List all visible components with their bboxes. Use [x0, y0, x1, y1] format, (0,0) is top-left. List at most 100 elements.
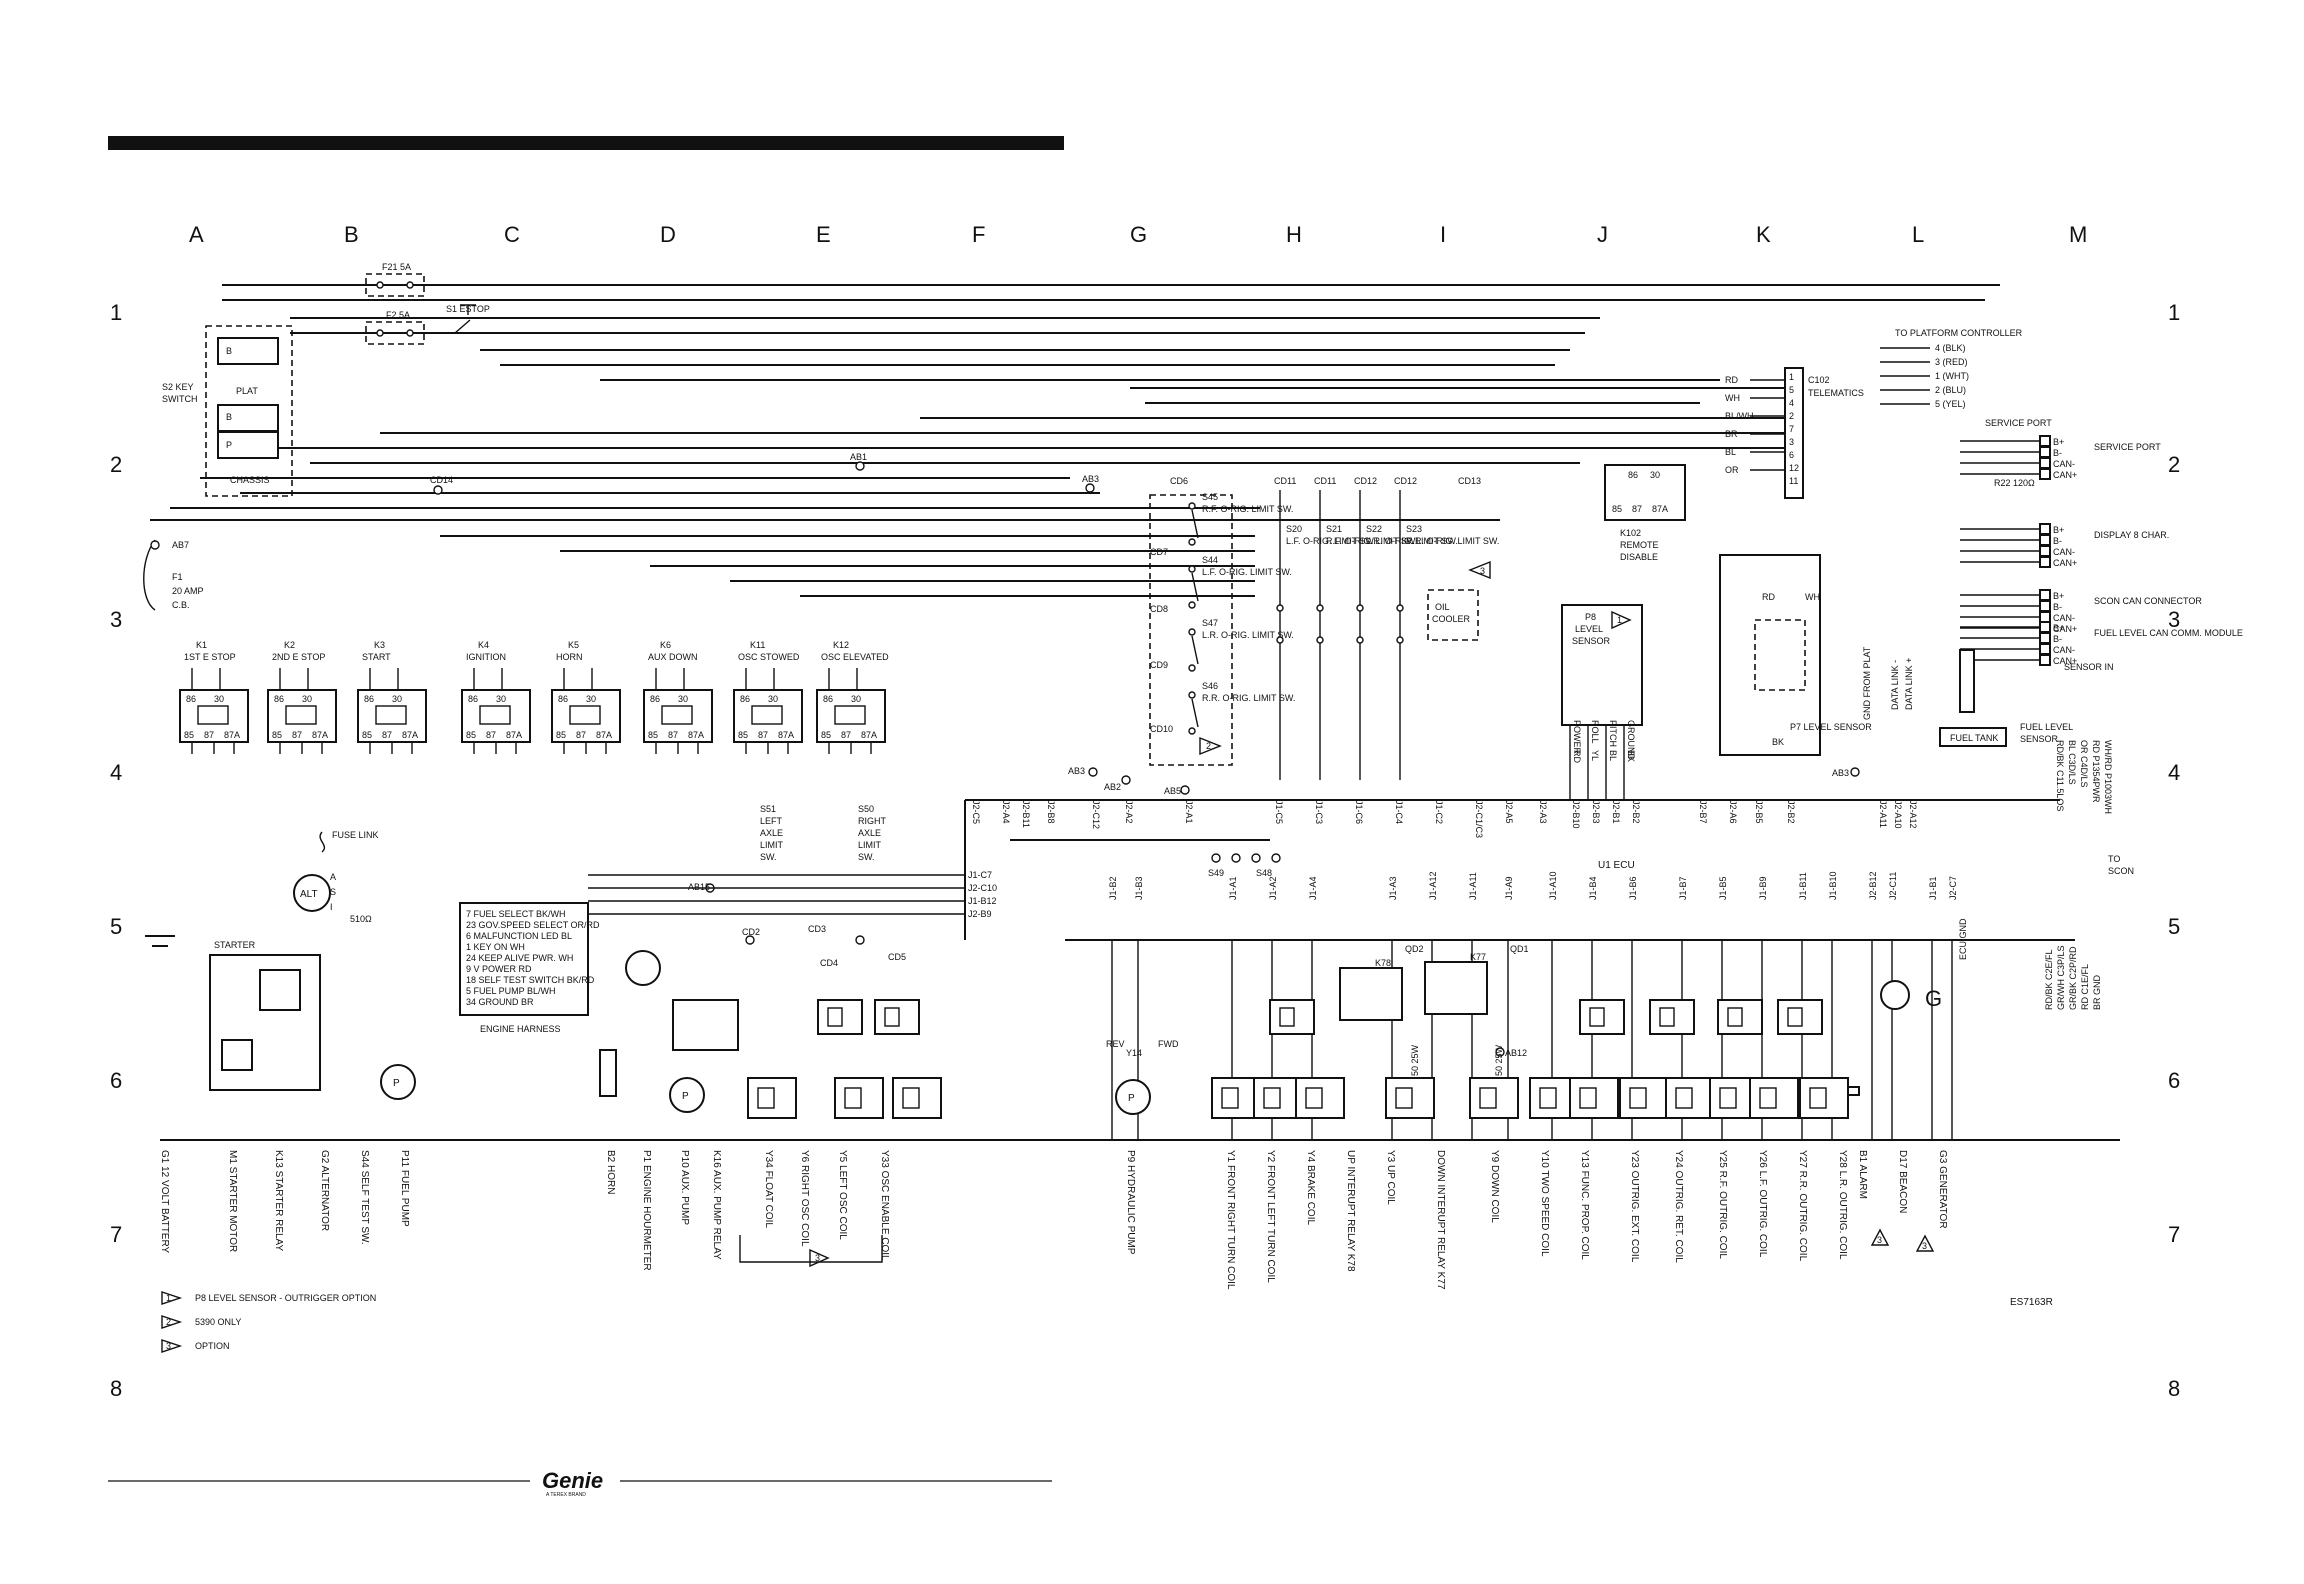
coil-winding — [1479, 1087, 1497, 1109]
svg-text:TELEMATICS: TELEMATICS — [1808, 388, 1864, 398]
can-pin-label: CAN- — [2053, 613, 2075, 623]
component-label: P1 ENGINE HOURMETER — [641, 1150, 652, 1271]
svg-text:20 AMP: 20 AMP — [172, 586, 204, 596]
coil — [1569, 1077, 1619, 1119]
svg-text:A: A — [330, 872, 336, 882]
c102-wire-color: OR — [1725, 465, 1739, 475]
svg-text:P: P — [226, 440, 232, 450]
component-label: G2 ALTERNATOR — [319, 1150, 330, 1231]
can-pin-label: B- — [2053, 448, 2062, 458]
svg-text:QD2: QD2 — [1405, 944, 1424, 954]
c102-wire-color: WH — [1725, 393, 1740, 403]
ecu-pin-bottom: J1-A3 — [1388, 876, 1398, 900]
pumps: P P P REV FWD Y14 G — [380, 950, 1942, 1115]
svg-text:AXLE: AXLE — [760, 828, 783, 838]
relay-pin: 87A — [402, 730, 418, 740]
can-pin-label: CAN+ — [2053, 624, 2077, 634]
svg-text:B: B — [226, 346, 232, 356]
svg-text:Y14: Y14 — [1126, 1048, 1142, 1058]
contact-node — [1396, 604, 1404, 612]
svg-text:P: P — [393, 1078, 400, 1089]
svg-text:CD6: CD6 — [1170, 476, 1188, 486]
relay-coil — [751, 705, 783, 725]
svg-text:FWD: FWD — [1158, 1039, 1179, 1049]
svg-text:AB15: AB15 — [688, 882, 710, 892]
coil — [874, 999, 920, 1035]
svg-text:GND FROM PLAT: GND FROM PLAT — [1862, 646, 1872, 720]
relay-name: 2ND E STOP — [272, 652, 325, 662]
column-heading: M — [2069, 222, 2087, 247]
component-label: B1 ALARM — [1857, 1150, 1868, 1199]
svg-text:TO: TO — [2108, 854, 2120, 864]
coil-winding — [1629, 1087, 1647, 1109]
coil-winding — [1305, 1087, 1323, 1109]
svg-text:SW.: SW. — [760, 852, 777, 862]
relay-pin: 85 — [648, 730, 658, 740]
relay-pin: 85 — [821, 730, 831, 740]
starter: STARTER — [209, 940, 321, 1091]
relay-id: K12 — [833, 640, 849, 650]
platform-wire-label: 4 (BLK) — [1935, 343, 1966, 353]
relay-coil — [197, 705, 229, 725]
ecu-pin-top: J2-A2 — [1124, 800, 1134, 824]
component-label: Y3 UP COIL — [1385, 1150, 1396, 1205]
ecu-pin-top: J2-B10 — [1571, 800, 1581, 829]
relay-pin: 30 — [851, 694, 861, 704]
ecu-pin-top: J2-B7 — [1698, 800, 1708, 824]
coil-body — [1569, 1077, 1619, 1119]
svg-text:AB2: AB2 — [1104, 782, 1121, 792]
relay-coil — [375, 705, 407, 725]
can-block-header: SERVICE PORT — [1985, 418, 2052, 428]
svg-text:SWITCH: SWITCH — [162, 394, 198, 404]
component-label: D17 BEACON — [1897, 1150, 1908, 1213]
svg-text:SENSOR: SENSOR — [2020, 734, 2059, 744]
svg-text:AB3: AB3 — [1082, 474, 1099, 484]
svg-text:87A: 87A — [1652, 504, 1668, 514]
resistor-label: R10 50 25W — [1410, 1044, 1420, 1095]
row-heading-left: 3 — [110, 607, 122, 632]
component-label: Y33 OSC ENABLE COIL — [879, 1150, 890, 1261]
relay-pin: 86 — [364, 694, 374, 704]
relay-pin: 87 — [758, 730, 768, 740]
relay-body — [267, 689, 337, 743]
scon-wire-label: BL C3D/LS — [2067, 740, 2077, 785]
chain-node — [1188, 565, 1196, 573]
scon-wire-label: GR/BK C2P/RD — [2068, 946, 2078, 1010]
column-heading: D — [660, 222, 676, 247]
svg-text:K77: K77 — [1470, 952, 1486, 962]
svg-text:3: 3 — [1480, 566, 1485, 576]
coil — [892, 1077, 942, 1119]
svg-text:DISABLE: DISABLE — [1620, 552, 1658, 562]
relay-id: K2 — [284, 640, 295, 650]
c102-pin: 7 — [1789, 424, 1794, 434]
can-pin-label: B+ — [2053, 437, 2064, 447]
relay-k78: K78 — [1339, 958, 1403, 1021]
limit-switch-id: S44 — [1202, 555, 1218, 565]
svg-text:LEVEL: LEVEL — [1575, 624, 1603, 634]
coil — [1619, 1077, 1669, 1119]
limit-switch-text: L.R. O-RIG. LIMIT SW. — [1202, 630, 1294, 640]
relay-pin: 85 — [184, 730, 194, 740]
relay-coil — [285, 705, 317, 725]
ecu-pin-top: J1-C6 — [1354, 800, 1364, 824]
relay-pin: 87A — [596, 730, 612, 740]
relay-id: K3 — [374, 640, 385, 650]
relay-pin: 87 — [204, 730, 214, 740]
chain-contact — [1191, 698, 1199, 728]
coil-body — [1211, 1077, 1261, 1119]
relay-pin: 86 — [186, 694, 196, 704]
coil — [1799, 1077, 1849, 1119]
relay-pin: 30 — [768, 694, 778, 704]
component-label: Y2 FRONT LEFT TURN COIL — [1265, 1150, 1276, 1283]
can-pin-label: CAN- — [2053, 547, 2075, 557]
ecu-pin-bottom: J1-B6 — [1628, 876, 1638, 900]
c102-wire-color: RD — [1725, 375, 1738, 385]
svg-text:S50: S50 — [858, 804, 874, 814]
limit-switch-text: R.F. O-RIG. LIMIT SW. — [1202, 504, 1293, 514]
coil-winding — [1809, 1087, 1827, 1109]
svg-text:QD1: QD1 — [1510, 944, 1529, 954]
ecu-pin-top: J1-C2 — [1434, 800, 1444, 824]
